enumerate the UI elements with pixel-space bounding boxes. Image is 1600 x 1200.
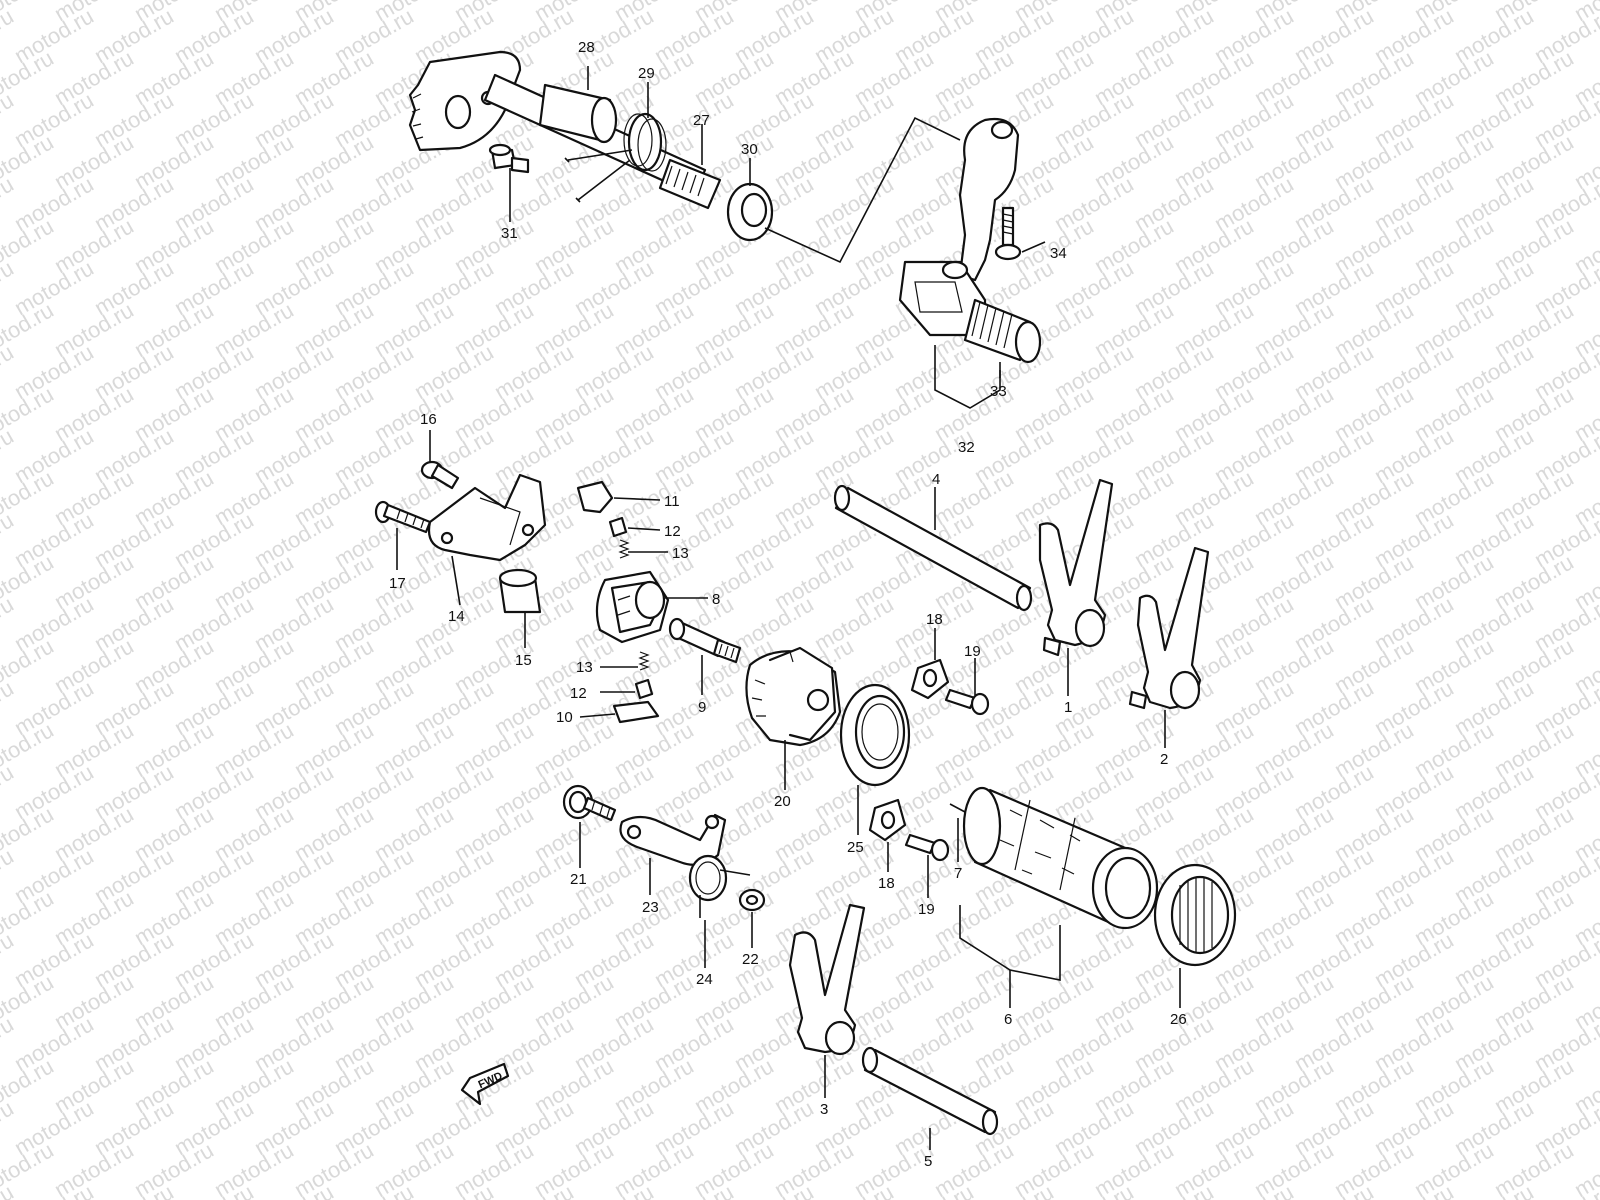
watermark-text: motod.ru (0, 171, 18, 236)
label-26: 26 (1170, 1011, 1187, 1028)
part-18-washer-lower (868, 798, 907, 842)
label-32: 32 (958, 439, 975, 456)
part-17-bolt (374, 500, 432, 534)
watermark-text: motod.ru (0, 339, 18, 404)
watermark-text: motod.ru (0, 3, 18, 68)
part-33-shift-arm (898, 117, 1042, 364)
label-17: 17 (389, 575, 406, 592)
part-26-bearing (1153, 863, 1237, 967)
leader-lines (396, 66, 1181, 1150)
part-5-fork-shaft (861, 1046, 999, 1136)
part-12-pin-upper (608, 516, 628, 538)
watermark-text: motod.ru (0, 927, 18, 992)
watermark-text: motod.ru (0, 507, 18, 572)
part-19-screw-upper (944, 688, 990, 716)
label-1: 1 (1064, 699, 1072, 716)
label-29: 29 (638, 65, 655, 82)
label-19b: 19 (918, 901, 935, 918)
label-13a: 13 (672, 545, 689, 562)
part-11-pawl (576, 480, 614, 514)
label-10: 10 (556, 709, 573, 726)
watermark-text: motod.ru (0, 675, 18, 740)
part-8-pawl-lifter (595, 570, 670, 644)
label-9: 9 (698, 699, 706, 716)
label-30: 30 (741, 141, 758, 158)
label-18b: 18 (878, 875, 895, 892)
leader-shaft-to-arm (764, 116, 961, 264)
label-21: 21 (570, 871, 587, 888)
label-12b: 12 (570, 685, 587, 702)
part-24-spring (688, 854, 751, 918)
part-16-screw (420, 460, 460, 490)
part-10-pawl (612, 700, 660, 724)
label-20: 20 (774, 793, 791, 810)
watermark-text: motod.ru (0, 843, 18, 908)
label-16: 16 (420, 411, 437, 428)
label-8: 8 (712, 591, 720, 608)
label-33: 33 (990, 383, 1007, 400)
label-14: 14 (448, 608, 465, 625)
label-12a: 12 (664, 523, 681, 540)
part-31-bolt (488, 143, 530, 174)
part-18-washer-upper (910, 658, 950, 700)
part-13-spring-lower (638, 651, 650, 671)
part-19-screw-lower (904, 833, 950, 862)
bracket-32 (934, 345, 1001, 409)
part-30-oil-seal (726, 182, 774, 242)
watermark-text: motod.ru (0, 1095, 18, 1160)
part-6-gearshift-cam (962, 786, 1159, 930)
part-22-washer (738, 888, 766, 912)
label-28: 28 (578, 39, 595, 56)
label-6: 6 (1004, 1011, 1012, 1028)
part-34-bolt (994, 206, 1022, 261)
label-15: 15 (515, 652, 532, 669)
part-3-shift-fork (788, 903, 866, 1056)
watermark-text: motod.ru (0, 255, 18, 320)
part-9-shaft (668, 617, 742, 664)
label-25: 25 (847, 839, 864, 856)
part-4-fork-shaft (833, 484, 1033, 612)
label-31: 31 (501, 225, 518, 242)
label-24: 24 (696, 971, 713, 988)
label-7: 7 (954, 865, 962, 882)
part-14-cam-guide (427, 473, 547, 562)
label-19a: 19 (964, 643, 981, 660)
part-29-return-spring (564, 112, 667, 203)
label-27: 27 (693, 112, 710, 129)
label-3: 3 (820, 1101, 828, 1118)
watermark-text: motod.ru (0, 591, 18, 656)
part-20-cam-driven-gear (745, 646, 842, 747)
label-23: 23 (642, 899, 659, 916)
part-2-shift-fork (1128, 546, 1210, 710)
part-7-pin (949, 803, 966, 813)
label-2: 2 (1160, 751, 1168, 768)
watermark-text: motod.ru (0, 1011, 18, 1076)
watermark-text: motod.ru (0, 87, 18, 152)
label-13b: 13 (576, 659, 593, 676)
label-34: 34 (1050, 245, 1067, 262)
watermark-text: motod.ru (0, 423, 18, 488)
label-22: 22 (742, 951, 759, 968)
label-18a: 18 (926, 611, 943, 628)
watermark-text: motod.ru (0, 759, 18, 824)
part-12-pin-lower (634, 678, 654, 700)
part-15-bush (498, 568, 542, 614)
label-5: 5 (924, 1153, 932, 1170)
part-labels: 28 29 27 30 31 34 33 32 16 17 14 15 11 1… (389, 39, 1187, 1170)
part-21-bolt (562, 784, 617, 822)
label-11: 11 (664, 493, 680, 510)
part-13-spring-upper (618, 539, 630, 559)
part-1-shift-fork (1038, 478, 1114, 657)
label-4: 4 (932, 471, 940, 488)
part-25-bearing (839, 683, 911, 787)
